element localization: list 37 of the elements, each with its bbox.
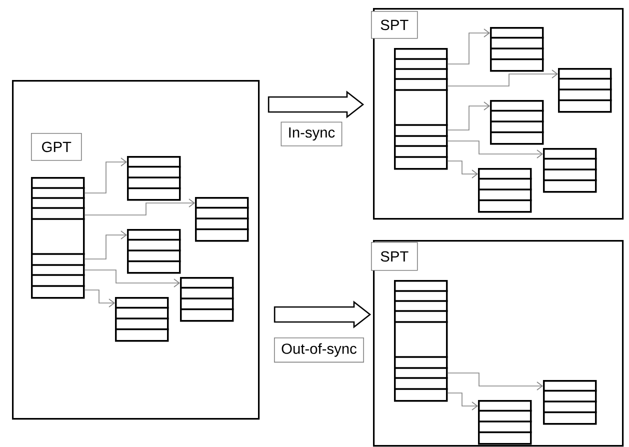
entry-table <box>478 400 532 445</box>
entry-table <box>195 197 249 242</box>
arrow <box>84 270 180 288</box>
edge-label: Out-of-sync <box>274 337 364 363</box>
panel-frame <box>12 80 260 420</box>
panel-frame <box>373 240 624 447</box>
panel-frame <box>373 8 624 220</box>
edge-label: In-sync <box>280 122 342 146</box>
arrow <box>447 392 478 410</box>
block-arrow <box>274 300 372 328</box>
arrow <box>84 198 195 216</box>
entry-table <box>490 27 544 72</box>
arrow <box>84 290 115 308</box>
entry-table <box>478 168 532 213</box>
entry-table <box>127 156 181 201</box>
entry-table <box>127 229 181 274</box>
table-label: GPT <box>31 133 82 161</box>
entry-table <box>490 100 544 145</box>
page-table <box>394 280 448 402</box>
arrow <box>447 28 490 64</box>
arrow <box>447 102 490 130</box>
arrow <box>84 158 127 194</box>
arrow <box>447 372 543 390</box>
entry-table <box>543 148 597 193</box>
arrow <box>447 70 558 86</box>
entry-table <box>115 297 169 342</box>
table-label: SPT <box>371 11 418 39</box>
page-table <box>394 48 448 170</box>
page-table <box>31 177 85 299</box>
arrow <box>84 230 127 260</box>
entry-table <box>558 68 612 113</box>
arrow <box>447 160 478 178</box>
block-arrow <box>268 90 364 118</box>
entry-table <box>180 277 234 322</box>
entry-table <box>543 380 597 425</box>
arrow <box>447 140 543 158</box>
table-label: SPT <box>371 242 418 271</box>
